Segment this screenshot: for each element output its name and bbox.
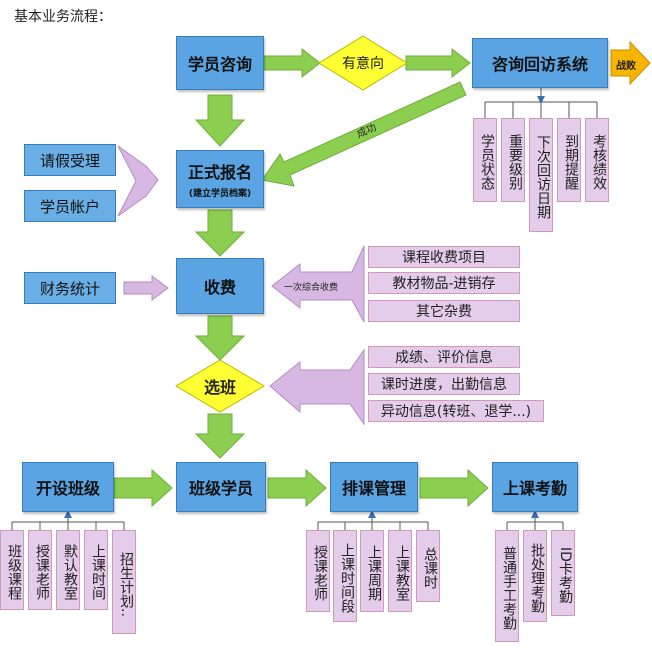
arrow-students-to-schedule [267,468,327,508]
schedule-item: 上课教室 [388,530,412,612]
attendance-item: 批处理考勤 [523,530,547,622]
schedule-item: 总课时 [416,530,440,602]
class-setup-label: 开设班级 [35,479,100,498]
class-setup-item: 招生计划.. [112,530,136,634]
account-box: 学员帐户 [24,190,116,222]
fee-item: 教材物品-进销存 [368,272,520,294]
followup-tree-lines [484,88,598,118]
arrow-consult-to-enroll [194,94,246,147]
brace-fee-items-to-fee [271,245,365,323]
enroll-box: 正式报名 (建立学员档案) [176,150,264,208]
followup-item: 下次回访日期 [529,118,553,232]
brace-leave-account-to-enroll [117,145,159,217]
followup-item: 到期提醒 [557,118,581,202]
fail-label: 战败 [616,61,636,72]
attendance-label: 上课考勤 [502,479,567,498]
arrow-finance-to-fee [123,275,169,301]
attendance-tree-lines [506,510,564,530]
consult-box: 学员咨询 [176,36,264,90]
select-class-label: 选班 [203,378,236,397]
enroll-sub-label: (建立学员档案) [188,189,252,199]
schedule-item: 上课时间段 [333,530,357,622]
schedule-tree-lines [317,510,429,530]
class-setup-item: 上课时间 [84,530,108,610]
class-setup-item: 授课老师 [28,530,52,610]
schedule-box: 排课管理 [330,462,418,512]
arrow-consult-to-intent [263,47,321,79]
attendance-item: ID卡考勤 [551,530,575,616]
intent-label: 有意向 [342,56,384,72]
schedule-label: 排课管理 [341,479,406,498]
arrow-schedule-to-attendance [419,468,489,508]
consult-label: 学员咨询 [187,55,252,74]
enroll-label: 正式报名 [187,163,252,182]
page-title: 基本业务流程： [14,9,112,25]
attendance-box: 上课考勤 [492,462,578,512]
fail-arrow [610,40,651,86]
class-setup-item: 默认教室 [56,530,80,610]
class-setup-item: 班级课程 [0,530,24,610]
class-students-label: 班级学员 [188,479,253,498]
one-time-fee-label: 一次综合收费 [284,283,339,293]
arrow-intent-to-followup [405,47,471,79]
select-class-diamond [175,359,265,413]
fee-item: 课程收费项目 [368,246,520,268]
class-students-box: 班级学员 [176,462,266,512]
classsetup-tree-lines [11,510,125,530]
select-info-item: 异动信息(转班、退学...) [368,400,544,422]
fee-label: 收费 [203,278,236,297]
attendance-item: 普通手工考勤 [495,530,519,642]
schedule-item: 上课周期 [360,530,384,612]
followup-item: 考核绩效 [585,118,609,202]
select-info-item: 课时进度，出勤信息 [368,373,520,395]
arrow-classsetup-to-students [113,468,173,508]
leave-box: 请假受理 [24,144,116,176]
arrow-enroll-to-fee [194,209,246,257]
class-setup-box: 开设班级 [22,462,114,512]
intent-diamond [318,35,408,91]
fee-box: 收费 [176,258,264,314]
arrow-fee-to-select [194,315,246,361]
finance-box: 财务统计 [24,272,116,304]
brace-select-items-to-select [269,348,365,426]
fee-item: 其它杂费 [368,300,520,322]
arrow-select-to-classstudents [194,413,246,459]
success-arrow [261,81,467,187]
followup-item: 重要级别 [501,118,525,202]
followup-label: 咨询回访系统 [491,55,588,74]
followup-item: 学员状态 [473,118,497,202]
schedule-item: 授课老师 [306,530,330,612]
select-info-item: 成绩、评价信息 [368,346,520,368]
followup-system-box: 咨询回访系统 [472,38,608,88]
